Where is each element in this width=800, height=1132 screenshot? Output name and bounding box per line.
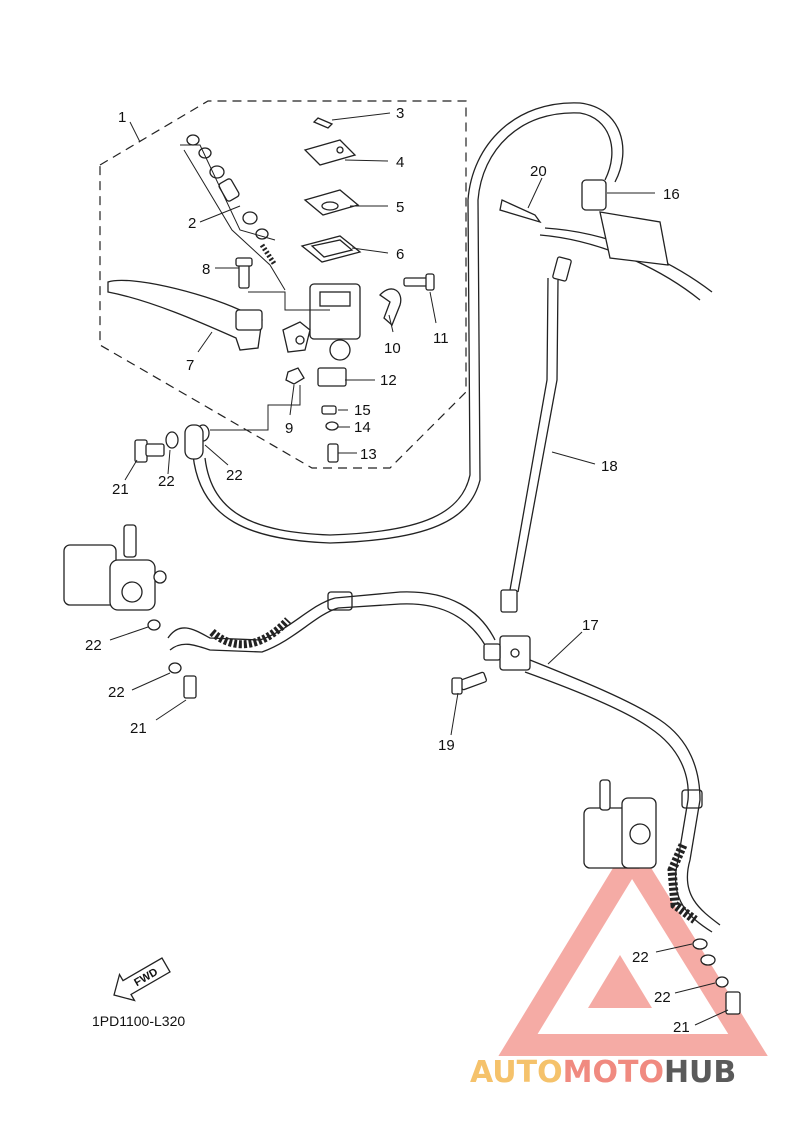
callout-22: 22 (158, 473, 175, 490)
watermark-logo-triangle (498, 837, 768, 1056)
leader-lines (109, 112, 729, 1026)
callout-10: 10 (384, 340, 401, 357)
callout-18: 18 (601, 458, 618, 475)
brake-hose-lower-left (167, 591, 496, 653)
callout-3: 3 (396, 105, 404, 122)
brake-hose-upper (192, 102, 624, 544)
callout-8: 8 (202, 261, 210, 278)
callout-12: 12 (380, 372, 397, 389)
master-cylinder-assembly-boundary (99, 100, 467, 469)
brand-hub: HUB (664, 1055, 736, 1090)
brake-hose-joint (483, 635, 531, 671)
reservoir-cap-stack (300, 117, 362, 263)
callout-22-lower-left-a: 22 (85, 637, 102, 654)
joint-bolt (451, 671, 488, 695)
callout-17: 17 (582, 617, 599, 634)
callout-7: 7 (186, 357, 194, 374)
callout-11: 11 (433, 330, 449, 347)
callout-22-lower-left-b: 22 (108, 684, 125, 701)
callout-22-right-a: 22 (632, 949, 649, 966)
diagram-code: 1PD1100-L320 (92, 1013, 185, 1029)
callout-16: 16 (663, 186, 680, 203)
brake-caliper-right (583, 779, 741, 1015)
callout-13: 13 (360, 446, 377, 463)
callout-6: 6 (396, 246, 404, 263)
piston-kit (186, 134, 278, 267)
brake-caliper-left (63, 524, 197, 699)
fwd-arrow-icon: FWD (113, 957, 171, 1002)
brake-lever (107, 279, 263, 351)
callout-19: 19 (438, 737, 455, 754)
callout-2: 2 (188, 215, 196, 232)
callout-9: 9 (285, 420, 293, 437)
master-cylinder (282, 283, 361, 361)
callout-21-lower-left: 21 (130, 720, 147, 737)
callout-4: 4 (396, 154, 404, 171)
watermark-brand: AUTOMOTOHUB (470, 1055, 736, 1090)
callout-22-right-b: 22 (654, 989, 671, 1006)
hardware-parts (134, 257, 435, 463)
callout-22-top-right: 22 (226, 467, 243, 484)
callout-15: 15 (354, 402, 371, 419)
brake-hose-lower-right-17 (524, 659, 721, 933)
brand-auto: AUTO (470, 1055, 563, 1090)
callout-14: 14 (354, 419, 371, 436)
handlebar-bracket (499, 179, 713, 301)
callout-21-right: 21 (673, 1019, 690, 1036)
callout-20: 20 (530, 163, 547, 180)
callout-5: 5 (396, 199, 404, 216)
callout-1: 1 (118, 109, 126, 126)
brand-moto: MOTO (563, 1055, 664, 1090)
callout-21: 21 (112, 481, 129, 498)
brake-pipe-18 (500, 256, 572, 613)
